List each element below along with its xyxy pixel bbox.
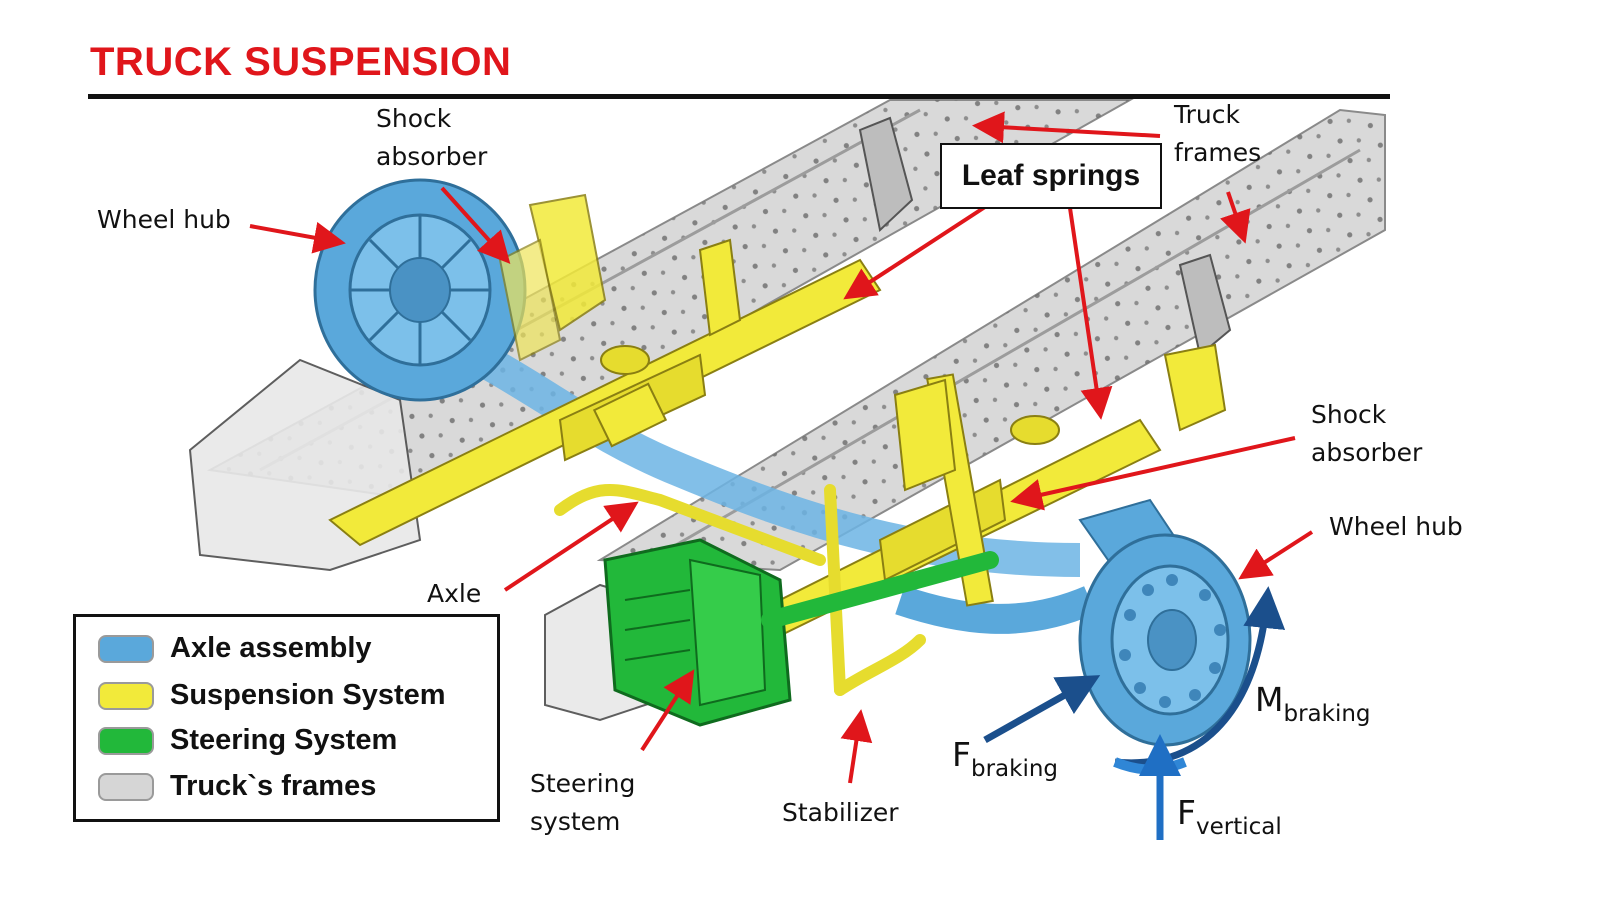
force-arrows [983,586,1286,840]
axle-label: Axle [427,579,482,608]
legend-swatch-suspension [98,682,154,710]
stabilizer-shape [554,484,926,696]
legend-swatch-axle [98,635,154,663]
legend-swatch-steering [98,727,154,755]
shock-absorbers [498,193,1227,607]
wheel-hub-left-shape [313,178,527,402]
legend-swatch-frames [98,773,154,801]
steering-system-label: Steering system [530,769,636,836]
truck-frames-label: Truck frames [1174,100,1262,167]
leaf-spring-rear [328,258,882,547]
leaf-springs-label: Leaf springs [940,143,1162,209]
page-title: TRUCK SUSPENSION [90,40,512,84]
frame-brackets [858,116,1232,357]
wheel-hub-left-label: Wheel hub [97,205,231,234]
shock-absorber-top-label: Shock absorber [376,104,488,171]
legend-label: Steering System [170,724,398,756]
pointer-arrows [249,111,1314,784]
m-braking-label: Mbraking [1255,680,1371,727]
legend-label: Suspension System [170,679,446,711]
wheel-hub-right-label: Wheel hub [1329,512,1463,541]
stabilizer-label: Stabilizer [782,798,899,827]
shock-absorber-right-label: Shock absorber [1311,400,1423,467]
legend-label: Axle assembly [170,632,372,664]
title-divider [88,94,1390,99]
legend-label: Truck`s frames [170,770,377,802]
f-vertical-label: Fvertical [1177,793,1282,840]
legend: Axle assembly Suspension System Steering… [73,614,500,822]
steering-system-shape [603,538,999,727]
f-braking-label: Fbraking [952,735,1059,782]
wheel-hub-right-shape [1078,498,1252,747]
